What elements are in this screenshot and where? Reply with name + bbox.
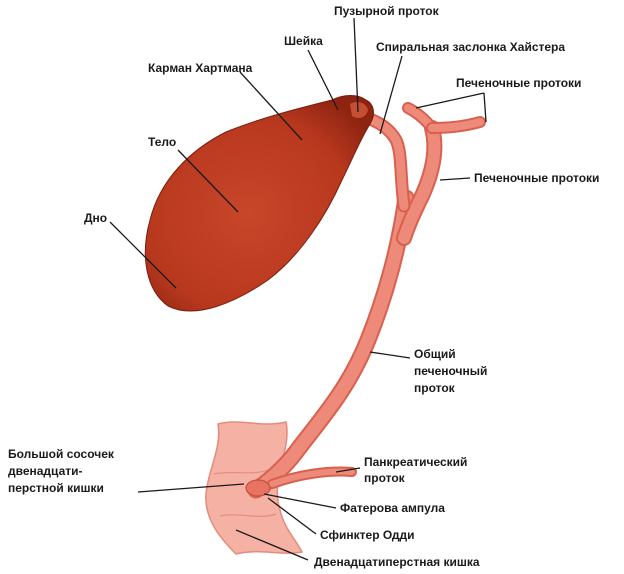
label-common-hepatic-line1: Общий <box>414 347 456 361</box>
label-fundus: Дно <box>84 211 107 225</box>
label-major-papilla-line2: двенадцати- <box>8 464 83 478</box>
leader-common-hepatic <box>370 352 410 358</box>
label-major-papilla-line1: Большой сосочек <box>8 447 115 461</box>
label-body: Тело <box>148 135 176 149</box>
label-neck: Шейка <box>284 34 323 48</box>
label-pancreatic-duct: Панкреатический проток <box>364 455 471 485</box>
label-hepatic-ducts-top: Печеночные протоки <box>456 76 581 90</box>
label-heister-valve: Спиральная заслонка Хайстера <box>376 40 565 54</box>
label-common-hepatic-line2: печеночный <box>414 364 487 378</box>
leader-hepatic-top-b <box>484 93 486 122</box>
label-major-papilla: Большой сосочек двенадцати- перстной киш… <box>8 447 117 495</box>
vater-ampulla-shape <box>246 480 270 496</box>
label-oddi-sphincter: Сфинктер Одди <box>320 528 415 542</box>
leader-neck <box>308 50 338 110</box>
label-pancreatic-line1: Панкреатический <box>364 455 467 469</box>
label-hepatic-ducts-side: Печеночные протоки <box>474 171 599 185</box>
label-cystic-duct: Пузырной проток <box>334 4 440 18</box>
leader-heister-valve <box>380 56 402 134</box>
label-hartmann: Карман Хартмана <box>148 61 253 75</box>
label-major-papilla-line3: перстной кишки <box>8 481 104 495</box>
leader-hepatic-side <box>440 178 470 180</box>
label-common-hepatic-line3: проток <box>414 381 456 395</box>
gallbladder <box>145 96 373 311</box>
label-duodenum: Двенадцатиперстная кишка <box>314 555 480 569</box>
label-common-hepatic-duct: Общий печеночный проток <box>414 347 491 395</box>
label-vater-ampulla: Фатерова ампула <box>340 501 445 515</box>
label-pancreatic-line2: проток <box>364 471 406 485</box>
leader-hepatic-top-a <box>416 93 484 108</box>
